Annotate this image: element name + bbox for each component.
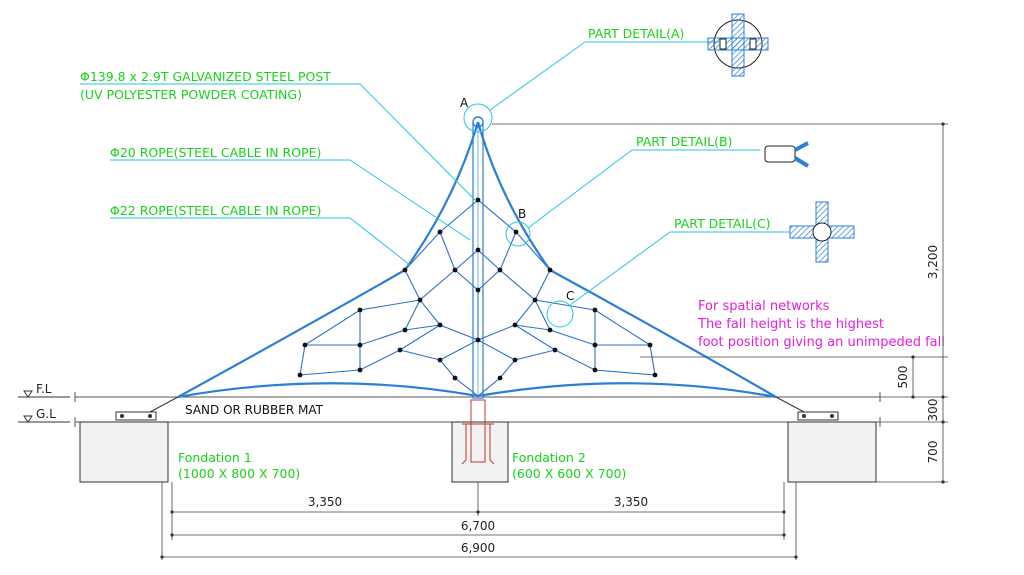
rope20-label: Φ20 ROPE(STEEL CABLE IN ROPE)	[110, 145, 321, 160]
rope-net	[177, 121, 777, 399]
foundation1-size: (1000 X 800 X 700)	[178, 466, 300, 481]
note-line-1: For spatial networks	[698, 299, 830, 314]
mat-label: SAND OR RUBBER MAT	[185, 403, 324, 417]
foundation2-size: (600 X 600 X 700)	[512, 466, 626, 481]
dim-half-left: 3,350	[308, 495, 342, 509]
outer-rope-right	[476, 121, 777, 398]
detail-b-label: PART DETAIL(B)	[636, 134, 732, 149]
steel-post	[472, 116, 484, 399]
dim-span-inner: 6,700	[461, 519, 495, 533]
detail-circle-b	[505, 221, 531, 247]
note-line-2: The fall height is the highest	[697, 317, 884, 332]
leader-lines	[80, 41, 790, 306]
dim-fall-height: 500	[896, 366, 910, 389]
point-b-label: B	[518, 207, 526, 221]
anchor-right	[775, 396, 839, 421]
note-line-3: foot position giving an unimpeded fall	[698, 335, 945, 350]
point-a-label: A	[460, 96, 469, 110]
fl-label: F.L	[36, 382, 52, 396]
dim-span-outer: 6,900	[461, 541, 495, 555]
anchor-left	[115, 396, 179, 421]
dim-mat-depth: 300	[926, 399, 940, 422]
foundation-right	[787, 421, 877, 483]
post-coating-label: (UV POLYESTER POWDER COATING)	[80, 87, 302, 102]
detail-circle-a	[463, 103, 493, 133]
dim-foundation-depth: 700	[926, 441, 940, 464]
detail-a-label: PART DETAIL(A)	[588, 26, 684, 41]
detail-c-icon	[789, 201, 855, 263]
dim-half-right: 3,350	[614, 495, 648, 509]
foundation-left	[79, 421, 169, 483]
rope22-label: Φ22 ROPE(STEEL CABLE IN ROPE)	[110, 203, 321, 218]
post-label: Φ139.8 x 2.9T GALVANIZED STEEL POST	[80, 69, 331, 84]
outer-rope-left	[177, 121, 480, 398]
horizontal-dimensions	[160, 482, 798, 560]
foundation2-title: Fondation 2	[512, 450, 586, 465]
detail-c-label: PART DETAIL(C)	[674, 216, 771, 231]
level-markers: F.L G.L	[18, 382, 70, 423]
point-c-label: C	[566, 289, 574, 303]
detail-circle-c	[546, 300, 574, 328]
gl-label: G.L	[36, 407, 56, 421]
foundation-center	[451, 399, 509, 483]
vertical-dimensions	[492, 122, 948, 484]
dim-height-total: 3,200	[926, 245, 940, 279]
detail-b-icon	[764, 141, 810, 168]
foundation1-title: Fondation 1	[178, 450, 252, 465]
detail-a-icon	[707, 13, 769, 77]
